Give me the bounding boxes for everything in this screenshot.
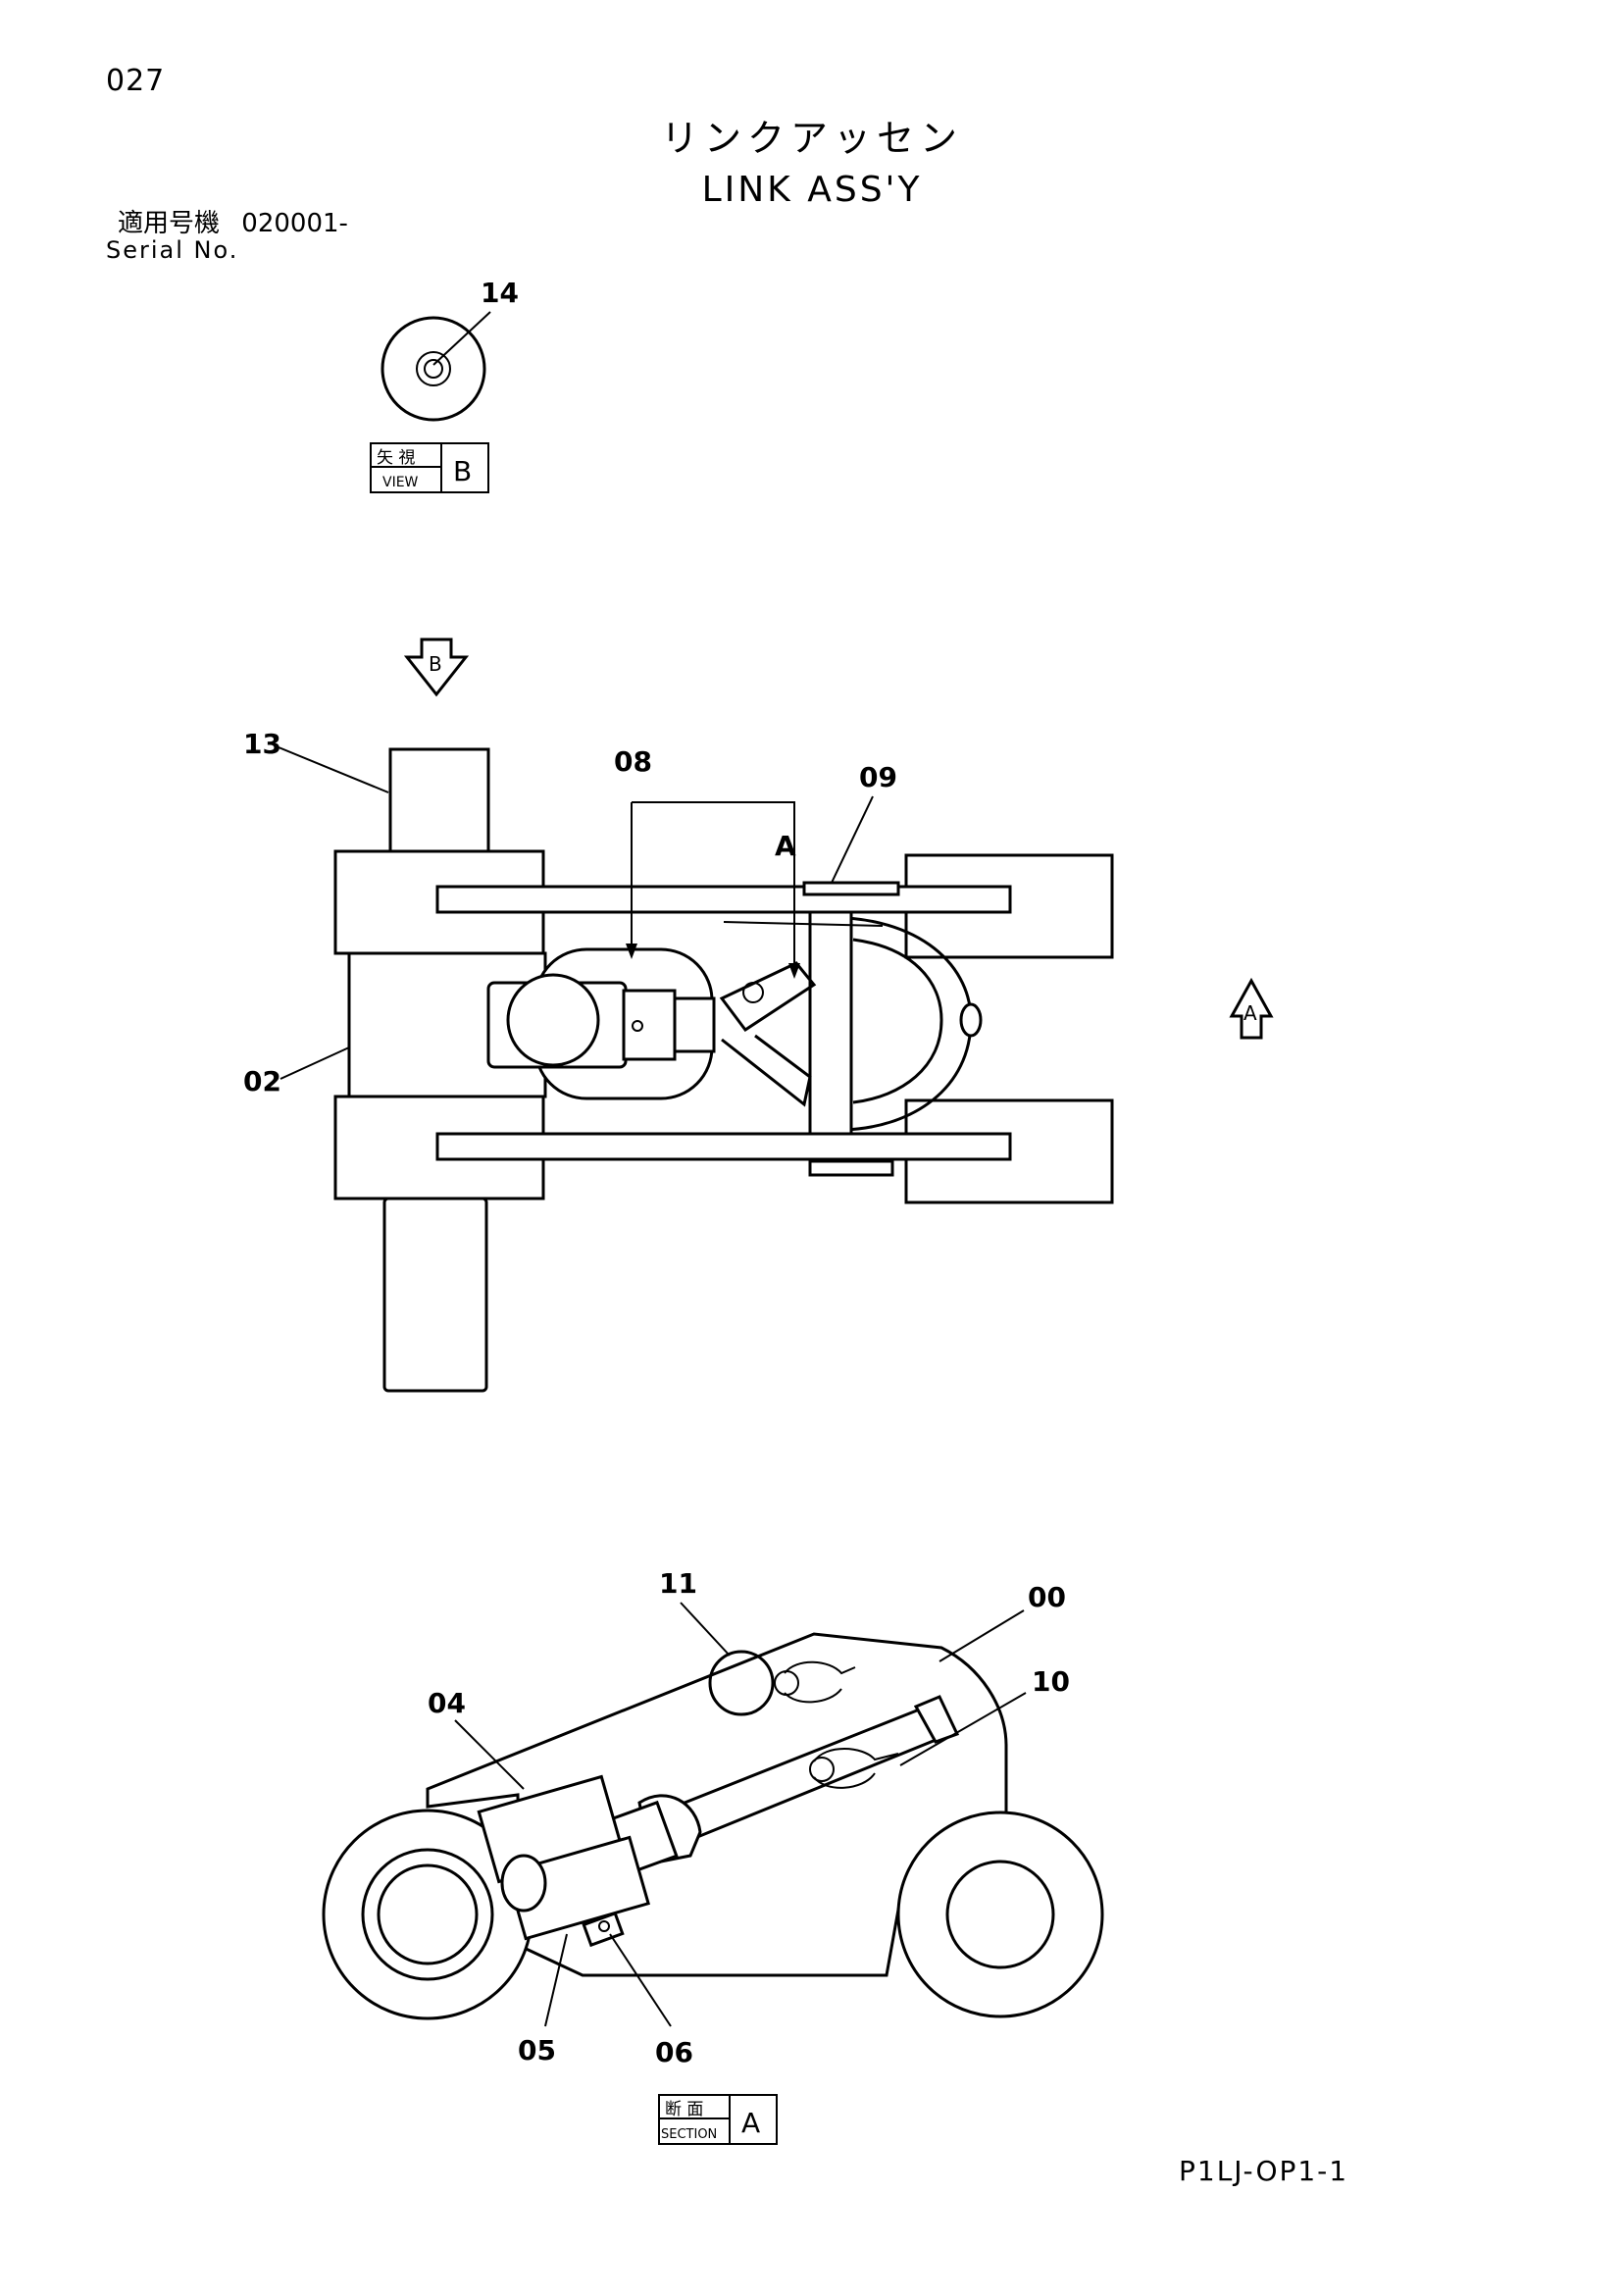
leader-09 — [831, 795, 874, 884]
right-wheel-inner — [945, 1860, 1055, 1969]
arrow-a-letter: A — [1243, 1001, 1257, 1025]
plan-view: A 13 08 09 02 — [243, 728, 1114, 1393]
clamp-pin-end — [500, 1854, 547, 1913]
hook-inner — [852, 938, 943, 1104]
section-a-view: 11 00 04 10 05 06 断 面 SECTION A — [322, 1567, 1104, 2145]
view-direction-arrow-b: B — [403, 638, 470, 697]
page-number: 027 — [106, 64, 166, 98]
r-clip-upper — [784, 1660, 856, 1704]
view-b-detail: 14 矢 視 VIEW B — [370, 277, 519, 493]
section-cut-line — [632, 801, 795, 971]
callout-10: 10 — [1032, 1665, 1070, 1698]
cut-letter-a: A — [775, 830, 796, 862]
frame-plate — [426, 1632, 1008, 1977]
lower-side-plate — [435, 1132, 1012, 1161]
callout-13: 13 — [243, 728, 281, 760]
hook-tip — [959, 1002, 983, 1038]
leader-04 — [454, 1719, 525, 1790]
callout-08: 08 — [614, 745, 652, 778]
arrow-b-letter: B — [429, 652, 442, 676]
callout-14: 14 — [481, 277, 519, 309]
view-b-letter: B — [453, 455, 472, 487]
document-code: P1LJ-OP1-1 — [1179, 2155, 1349, 2187]
view-b-bolt — [424, 359, 443, 379]
section-label-en: SECTION — [661, 2127, 717, 2142]
view-b-nut — [416, 351, 451, 386]
pin-head-top — [802, 881, 900, 896]
leader-08-arrowhead — [626, 944, 637, 959]
arrow-a-shape — [1229, 977, 1274, 1040]
callout-09: 09 — [859, 761, 897, 793]
link-arm-hole — [742, 982, 764, 1003]
latch-line — [723, 921, 884, 927]
vertical-pin — [808, 910, 853, 1136]
title-english: LINK ASS'Y — [701, 170, 923, 210]
leader-02 — [279, 1046, 350, 1080]
callout-11: 11 — [659, 1567, 697, 1600]
view-b-label-box: 矢 視 VIEW B — [370, 442, 489, 493]
view-b-pin-outer — [381, 316, 486, 422]
callout-02: 02 — [243, 1065, 281, 1097]
leader-11 — [680, 1602, 731, 1657]
callout-06: 06 — [655, 2036, 693, 2068]
section-a-label-box: 断 面 SECTION A — [658, 2094, 778, 2145]
serial-label-jp-text: 適用号機 — [118, 209, 221, 238]
right-wheel-outer — [896, 1811, 1104, 2018]
adjuster-hex — [622, 989, 677, 1061]
section-direction-arrow-a: A — [1229, 977, 1274, 1040]
view-b-label-en: VIEW — [382, 475, 419, 490]
r-clip-lower-eye — [809, 1757, 835, 1782]
cut-line-arrowhead — [788, 963, 800, 979]
adjuster-shaft — [673, 996, 716, 1053]
upper-side-plate — [435, 885, 1012, 914]
title-japanese: リンクアッセン — [660, 117, 963, 160]
arrow-b-shape — [403, 638, 470, 697]
serial-value: 020001- — [241, 209, 348, 238]
section-letter: A — [741, 2107, 760, 2139]
link-arm-upper — [719, 961, 817, 1033]
leader-14 — [432, 311, 491, 366]
leader-13 — [278, 746, 389, 793]
clamp-bolt-hole — [598, 1920, 610, 1932]
section-label-jp: 断 面 — [665, 2100, 703, 2119]
view-b-label-jp: 矢 視 — [377, 448, 415, 468]
leader-00 — [939, 1609, 1025, 1662]
serial-label-english: Serial No. — [106, 236, 239, 264]
rod-end — [913, 1695, 960, 1744]
link-arm-lower — [721, 1034, 812, 1107]
left-wheel-middle — [361, 1848, 494, 1981]
leader-06 — [609, 1933, 672, 2027]
adjuster-grease-fitting — [632, 1020, 643, 1032]
top-shaft — [388, 747, 490, 853]
r-clip-upper-eye — [774, 1670, 799, 1696]
leader-10 — [899, 1692, 1027, 1766]
serial-label-japanese: 適用号機 020001- — [118, 211, 348, 236]
callout-00: 00 — [1028, 1581, 1066, 1613]
callout-05: 05 — [518, 2034, 556, 2066]
callout-04: 04 — [428, 1687, 466, 1719]
adjuster-rod — [662, 1703, 947, 1846]
leader-05 — [544, 1933, 568, 2027]
ring-pin-11 — [708, 1650, 775, 1716]
adjuster-nut-round — [506, 973, 600, 1067]
bottom-shaft — [382, 1197, 488, 1393]
pin-head-bottom — [808, 1159, 894, 1177]
left-wheel-inner — [377, 1863, 479, 1965]
